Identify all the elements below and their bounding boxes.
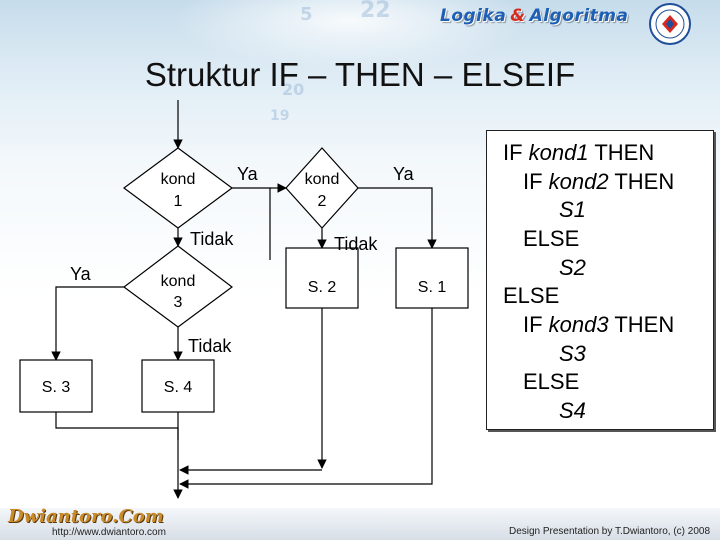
branch-label-tidak: Tidak <box>334 234 378 254</box>
brand-banner: Logika&Algoritma <box>440 4 628 28</box>
code-line: IF kond3 THEN <box>523 312 675 337</box>
process-s4-label: S. 4 <box>164 379 193 396</box>
decision-kond1-number: 1 <box>174 193 183 210</box>
footer-url-link[interactable]: http://www.dwiantoro.com <box>52 527 166 538</box>
branch-label-tidak: Tidak <box>188 336 232 356</box>
header-glow <box>170 0 530 70</box>
code-line: ELSE <box>523 369 580 394</box>
edge-kond1-ya <box>232 187 271 260</box>
code-line: S4 <box>559 398 586 423</box>
merge-s1 <box>179 308 433 489</box>
pseudocode-box: IF kond1 THEN IF kond2 THEN S1 ELSE S2 E… <box>486 130 714 430</box>
branch-label-ya: Ya <box>393 164 415 184</box>
code-line: IF kond1 THEN <box>503 140 655 165</box>
process-s3-label: S. 3 <box>42 379 71 396</box>
header-decor-number: 19 <box>270 108 290 124</box>
merge-s3 <box>55 412 179 440</box>
institution-seal-icon <box>649 3 691 45</box>
decision-kond1 <box>122 147 234 229</box>
code-line: S2 <box>559 255 586 280</box>
decision-kond2-number: 2 <box>318 193 327 210</box>
page-title: Struktur IF – THEN – ELSEIF <box>144 56 576 93</box>
code-line: S1 <box>559 197 586 222</box>
decision-kond3-label: kond <box>161 273 196 290</box>
process-s1 <box>395 247 469 309</box>
process-s2-label: S. 2 <box>308 279 337 296</box>
header-decor-number: 5 <box>300 4 313 25</box>
arrow-to-s1 <box>358 187 437 249</box>
branch-label-ya: Ya <box>70 264 92 284</box>
footer-bar <box>0 508 720 540</box>
header-decor-number: 20 <box>282 80 305 99</box>
process-s4 <box>141 359 215 413</box>
branch-label-ya: Ya <box>237 164 259 184</box>
footer-logo: Dwiantoro.Com <box>8 506 164 527</box>
branch-label-tidak: Tidak <box>190 229 234 249</box>
code-line: ELSE <box>523 226 580 251</box>
header-decor-number: 22 <box>360 0 391 23</box>
process-s2 <box>285 247 359 309</box>
decision-kond1-label: kond <box>161 171 196 188</box>
decision-kond3 <box>122 245 234 328</box>
code-line: ELSE <box>503 283 560 308</box>
decision-kond2 <box>285 147 359 229</box>
arrow-to-s3 <box>51 286 124 361</box>
process-s3 <box>19 359 93 413</box>
decision-kond3-number: 3 <box>174 294 183 311</box>
decision-kond2-label: kond <box>305 171 340 188</box>
brand-text: Logika&Algoritma <box>440 6 629 26</box>
code-line: S3 <box>559 341 586 366</box>
footer-credit: Design Presentation by T.Dwiantoro, (c) … <box>508 526 710 537</box>
process-s1-label: S. 1 <box>418 279 447 296</box>
code-line: IF kond2 THEN <box>523 169 675 194</box>
